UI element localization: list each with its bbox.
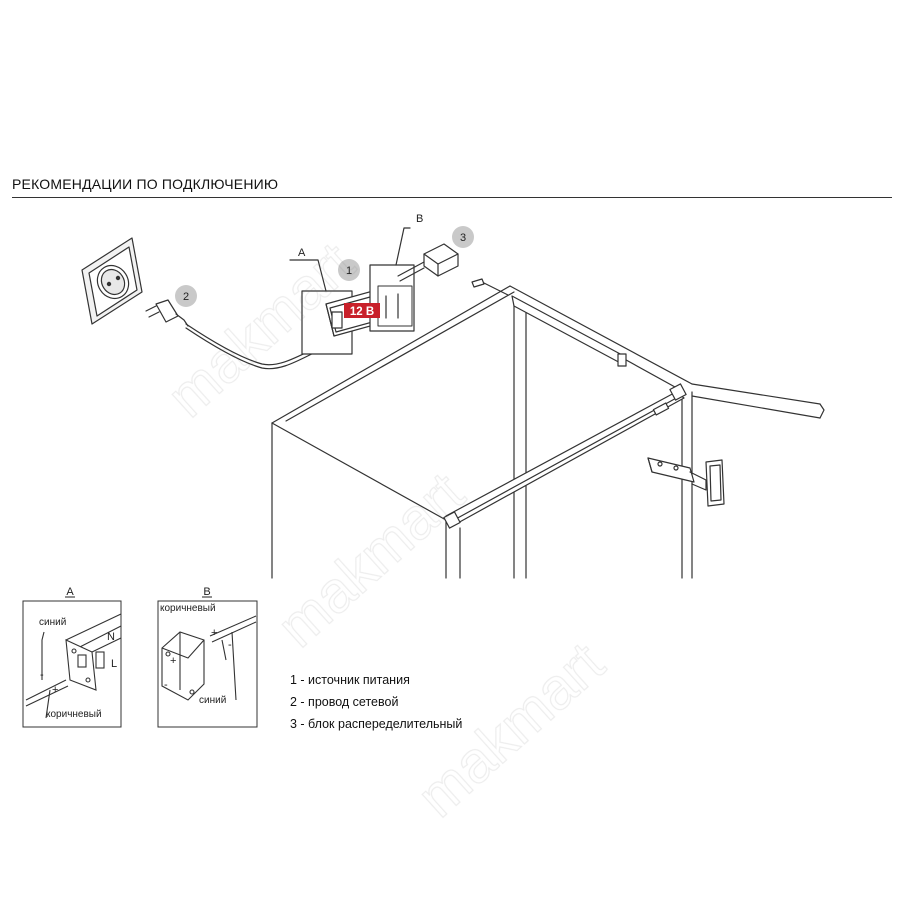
svg-text:+: + xyxy=(52,684,58,696)
svg-text:B: B xyxy=(203,586,210,598)
callout-circle-3: 3 xyxy=(452,226,474,248)
callout-b-leader xyxy=(395,227,411,266)
svg-text:+: + xyxy=(211,627,217,639)
legend-item-1: 1 - источник питания xyxy=(290,673,410,687)
section-title: РЕКОМЕНДАЦИИ ПО ПОДКЛЮЧЕНИЮ xyxy=(12,176,279,192)
legend: 1 - источник питания 2 - провод сетевой … xyxy=(290,669,462,735)
legend-item-2: 2 - провод сетевой xyxy=(290,695,399,709)
svg-text:-: - xyxy=(40,669,44,681)
svg-text:-: - xyxy=(228,639,232,651)
svg-text:коричневый: коричневый xyxy=(46,709,102,720)
distribution-block-icon xyxy=(423,243,459,277)
detail-a-panel: A синий коричневый N L - + xyxy=(22,586,122,728)
voltage-badge: 12 B xyxy=(344,303,380,318)
svg-text:-: - xyxy=(164,679,168,691)
svg-text:12 B: 12 B xyxy=(350,306,374,318)
svg-text:1: 1 xyxy=(346,265,352,277)
legend-item-3: 3 - блок распеределительный xyxy=(290,717,463,731)
hinge-icon xyxy=(647,457,725,507)
callout-circle-1: 1 xyxy=(338,259,360,281)
svg-text:3: 3 xyxy=(460,232,466,244)
svg-text:A: A xyxy=(66,586,74,598)
svg-text:makmart: makmart xyxy=(265,460,476,659)
svg-text:2: 2 xyxy=(183,291,189,303)
title-divider xyxy=(12,197,892,198)
svg-text:синий: синий xyxy=(39,617,66,628)
svg-text:+: + xyxy=(170,655,176,667)
svg-text:коричневый: коричневый xyxy=(160,603,216,614)
callout-circle-2: 2 xyxy=(175,285,197,307)
mains-cable xyxy=(185,323,323,366)
svg-text:L: L xyxy=(111,658,117,670)
svg-text:синий: синий xyxy=(199,695,226,706)
svg-text:N: N xyxy=(107,631,115,643)
callout-a-leader xyxy=(289,259,327,292)
callout-a-label: A xyxy=(298,247,306,259)
detail-b-panel: B коричневый синий + - + - xyxy=(157,586,258,728)
cabinet-drawing xyxy=(271,285,825,579)
callout-b-label: B xyxy=(416,213,423,225)
wall-socket-icon xyxy=(81,237,143,325)
